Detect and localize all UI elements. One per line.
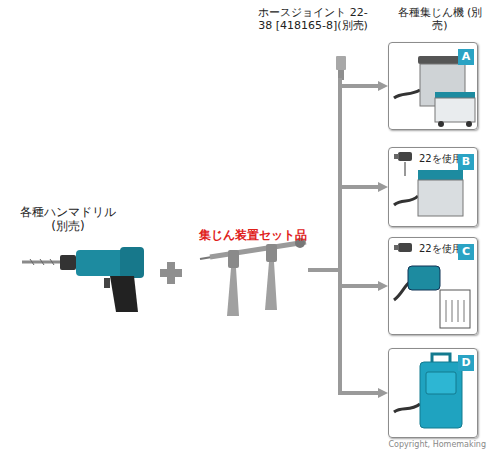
letter-tag: B [458, 154, 474, 170]
vacuum-grille [452, 300, 453, 322]
drill-motor [120, 247, 144, 278]
kit-illustration: 集じん装置セット品 [198, 228, 308, 323]
drill-bit-flute [50, 259, 54, 265]
nozzle-icon [398, 152, 412, 161]
vacuum-top [418, 170, 463, 180]
vacuum-body [418, 180, 463, 216]
nozzle-icon [398, 243, 412, 252]
letter-tag: A [458, 49, 474, 65]
kit-rod [210, 242, 306, 257]
vacuum-body [420, 362, 462, 428]
usage-note: 22を使用 [419, 152, 462, 166]
nozzle-icon [394, 154, 399, 159]
node-caption: 集じん装置セット品 [198, 228, 308, 242]
vacuum-grille [446, 300, 447, 322]
kit-clamp [266, 244, 277, 262]
drill-bit-flute [30, 259, 34, 265]
watermark: Copyright, Homemaking [380, 440, 486, 450]
kit-leg [265, 262, 277, 310]
drill-handle [110, 276, 138, 312]
kit-leg [227, 268, 239, 316]
collector-box: 22を使用C [388, 237, 478, 335]
part-label: ホースジョイント 22-38 [418165-8](別売) [258, 6, 368, 32]
letter-tag: C [458, 244, 474, 260]
vacuum-grille [458, 300, 459, 322]
vacuum-panel [426, 372, 456, 394]
vacuum-hose [394, 196, 418, 205]
connector-arrow [308, 187, 378, 270]
collector-box: 22を使用B [388, 147, 478, 227]
hose-joint [336, 56, 346, 70]
vacuum-unit [408, 266, 440, 290]
tool-illustration: 各種ハンマドリル (別売) [18, 205, 158, 315]
connector-arrow [308, 270, 378, 286]
drill-chuck [60, 255, 76, 270]
kit-clamp [228, 250, 239, 268]
vacuum-top [435, 92, 475, 98]
collector-box: A [388, 42, 478, 130]
vacuum-body [435, 98, 475, 122]
connector-arrow [308, 270, 378, 393]
vacuum-hose [394, 90, 420, 98]
vacuum-wheel [466, 121, 472, 127]
vacuum-handle [432, 354, 450, 362]
nozzle-icon [394, 245, 399, 250]
plus-sign [167, 262, 175, 284]
vacuum-grille [464, 300, 465, 322]
usage-note: 22を使用 [419, 242, 462, 256]
drill-body [76, 250, 126, 276]
connector-arrow [308, 86, 378, 270]
group-label: 各種集じん機 (別売) [395, 6, 485, 32]
node-caption: 各種ハンマドリル (別売) [18, 205, 118, 233]
collector-box: D [388, 348, 478, 438]
nozzle-leader [405, 162, 406, 176]
drill-bit-flute [40, 259, 44, 265]
vacuum-body [440, 290, 470, 328]
vacuum-hose [394, 404, 420, 412]
letter-tag: D [458, 355, 474, 371]
vacuum-wheel [438, 121, 444, 127]
drill-trigger [104, 278, 110, 288]
